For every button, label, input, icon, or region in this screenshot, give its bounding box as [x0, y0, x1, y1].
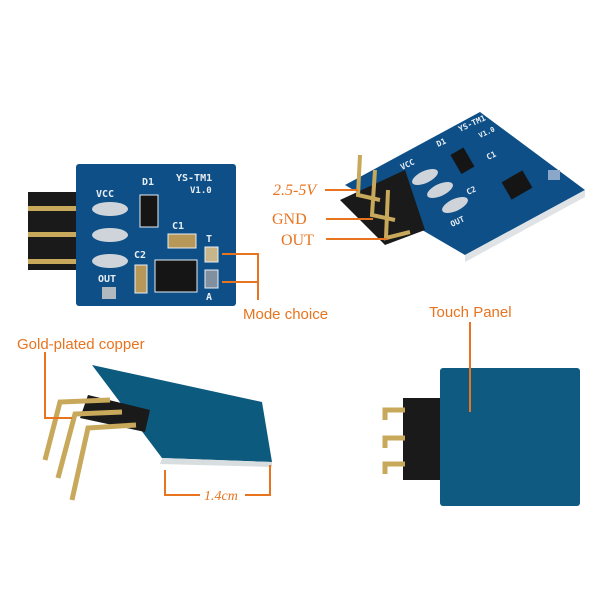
pin [28, 206, 78, 211]
capacitor-c1 [167, 233, 197, 249]
gold-plated-leader [44, 352, 72, 419]
mode-choice-leader [222, 253, 259, 300]
silk-version: V1.0 [190, 186, 212, 196]
touch-panel-view [382, 368, 580, 506]
size-dimension [164, 465, 271, 496]
silk-d1: D1 [435, 137, 448, 149]
silk-d1: D1 [142, 177, 154, 188]
diode-d1 [139, 194, 159, 228]
t-pad [204, 246, 219, 263]
silk-c1: C1 [485, 150, 498, 162]
pin [55, 409, 123, 479]
solder-pad [92, 202, 128, 216]
label-gold-plated: Gold-plated copper [17, 336, 145, 353]
solder-pad [92, 228, 128, 242]
pin [28, 232, 78, 237]
pin-leaders [325, 189, 387, 240]
silk-out: OUT [98, 274, 116, 285]
label-out: OUT [281, 232, 314, 249]
solder-pad [92, 254, 128, 268]
pin-header [340, 170, 425, 245]
pin [69, 422, 137, 501]
ic-chip [501, 170, 533, 200]
label-mode-choice: Mode choice [243, 306, 328, 323]
board-front: VCC D1 YS-TM1 V1.0 C1 C2 OUT T A [28, 164, 236, 306]
pin-header [403, 398, 441, 480]
silk-c2: C2 [465, 185, 478, 197]
pin [382, 435, 405, 448]
silk-c1: C1 [172, 221, 184, 232]
board-angled: VCC D1 YS-TM1 V1.0 C1 C2 OUT [340, 112, 585, 262]
pin [28, 259, 78, 264]
ic-chip [154, 259, 198, 293]
silk-vcc: VCC [96, 189, 114, 200]
touch-panel [92, 365, 272, 462]
silk-t: T [206, 234, 212, 245]
silk-model: YS-TM1 [176, 173, 212, 184]
pin-header [28, 192, 78, 270]
capacitor-c2 [134, 264, 148, 294]
label-size: 1.4cm [204, 489, 238, 504]
board-side-view [42, 365, 272, 501]
silk-c2: C2 [134, 250, 146, 261]
pin [382, 461, 405, 474]
a-pad [548, 170, 560, 180]
pin [42, 397, 111, 461]
label-touch-panel: Touch Panel [429, 304, 512, 321]
silk-a: A [206, 292, 212, 303]
diode-d1 [450, 147, 475, 175]
label-gnd: GND [272, 211, 307, 228]
out-pad [102, 287, 116, 299]
label-voltage: 2.5-5V [273, 182, 318, 199]
a-pad [204, 269, 219, 289]
touch-panel [440, 368, 580, 506]
pin [382, 407, 405, 420]
